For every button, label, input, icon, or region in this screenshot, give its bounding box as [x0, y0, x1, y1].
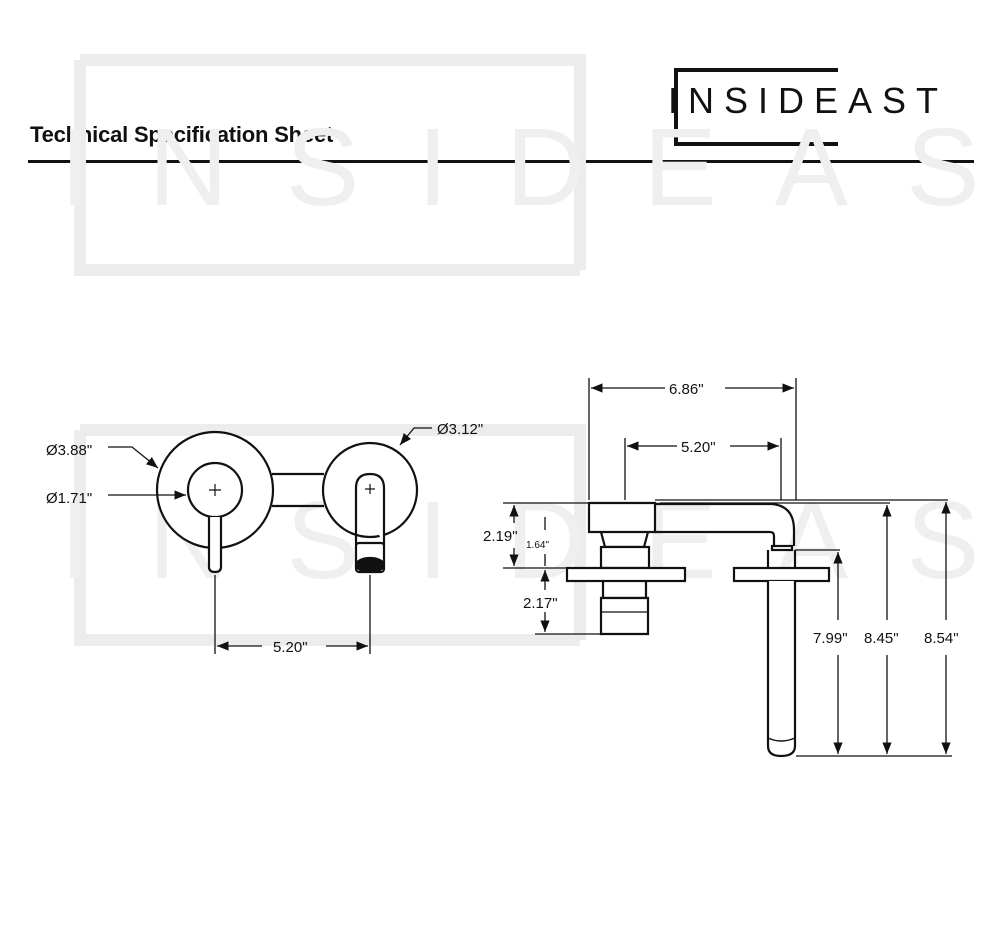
dim-spout-diameter: Ø3.12" [437, 421, 483, 438]
dim-valve-depth: 2.17" [523, 595, 558, 612]
dim-height-2: 8.45" [864, 630, 899, 647]
dim-outer-diameter: Ø3.88" [46, 442, 92, 459]
dim-height-1: 7.99" [813, 630, 848, 647]
header-divider [28, 160, 974, 163]
dim-body-inner: 1.64" [526, 540, 549, 551]
dim-total-width: 6.86" [669, 381, 704, 398]
dim-handle-diameter: Ø1.71" [46, 490, 92, 507]
brand-logo: INSIDEAST [668, 66, 958, 146]
dim-side-center-spacing: 5.20" [681, 439, 716, 456]
side-view-dimensions [503, 378, 952, 757]
dim-front-center-spacing: 5.20" [273, 639, 308, 656]
side-view [565, 501, 831, 758]
logo-frame [674, 68, 838, 146]
front-view-dimensions [108, 427, 432, 654]
watermark-text-top: INSIDEAST [60, 106, 1000, 229]
logo-text: INSIDEAST [668, 80, 949, 121]
dim-body-height: 2.19" [483, 528, 518, 545]
front-view [155, 430, 419, 574]
dim-height-3: 8.54" [924, 630, 959, 647]
